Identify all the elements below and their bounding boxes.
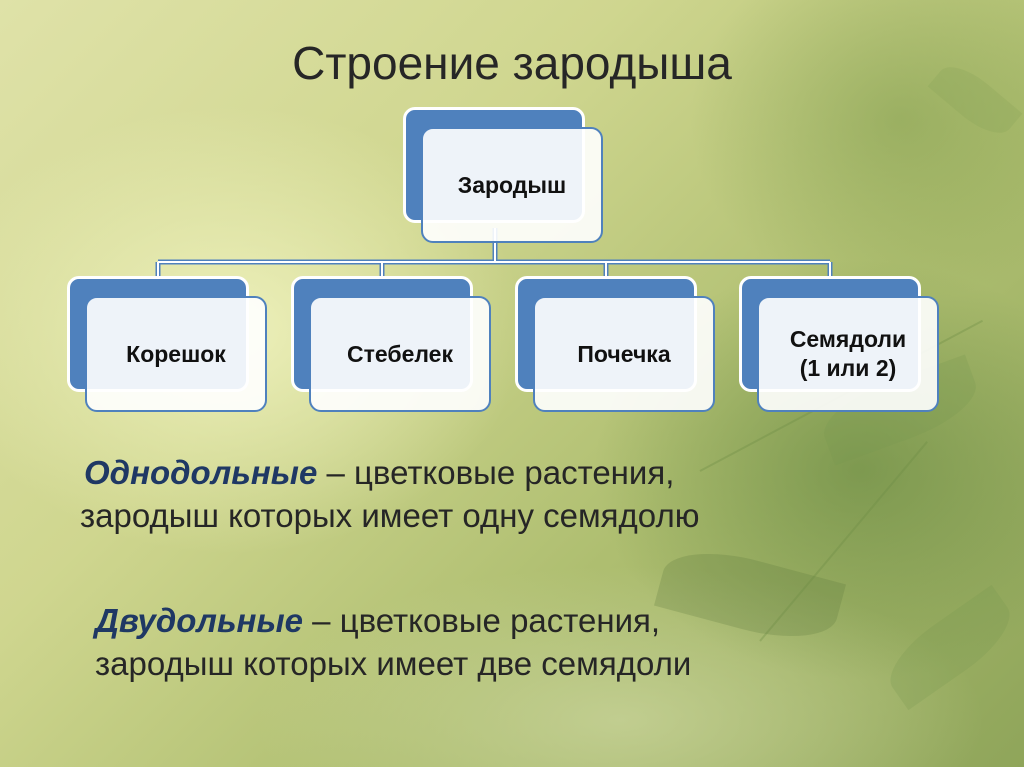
node-child-label: Почечка (533, 296, 715, 412)
definition-line-2: зародыш которых имеет одну семядолю (80, 496, 700, 534)
definition-line-1: Однодольные – цветковые растения, (80, 452, 699, 495)
definition-text: – цветковые растения, (317, 454, 675, 491)
node-root-label: Зародыш (421, 127, 603, 243)
definition-monocots: Однодольные – цветковые растения, зароды… (80, 452, 699, 538)
definition-line-1: Двудольные – цветковые растения, (95, 600, 691, 643)
definition-term: Двудольные (95, 602, 304, 639)
definition-line-2: зародыш которых имеет две семядоли (95, 644, 692, 682)
definition-dicots: Двудольные – цветковые растения, зародыш… (95, 600, 691, 686)
definition-text: – цветковые растения, (303, 602, 661, 639)
slide-title: Строение зародыша (292, 37, 732, 89)
definition-term: Однодольные (84, 454, 318, 491)
node-child-label: Семядоли (1 или 2) (757, 296, 939, 412)
node-child-label: Стебелек (309, 296, 491, 412)
node-child-label: Корешок (85, 296, 267, 412)
